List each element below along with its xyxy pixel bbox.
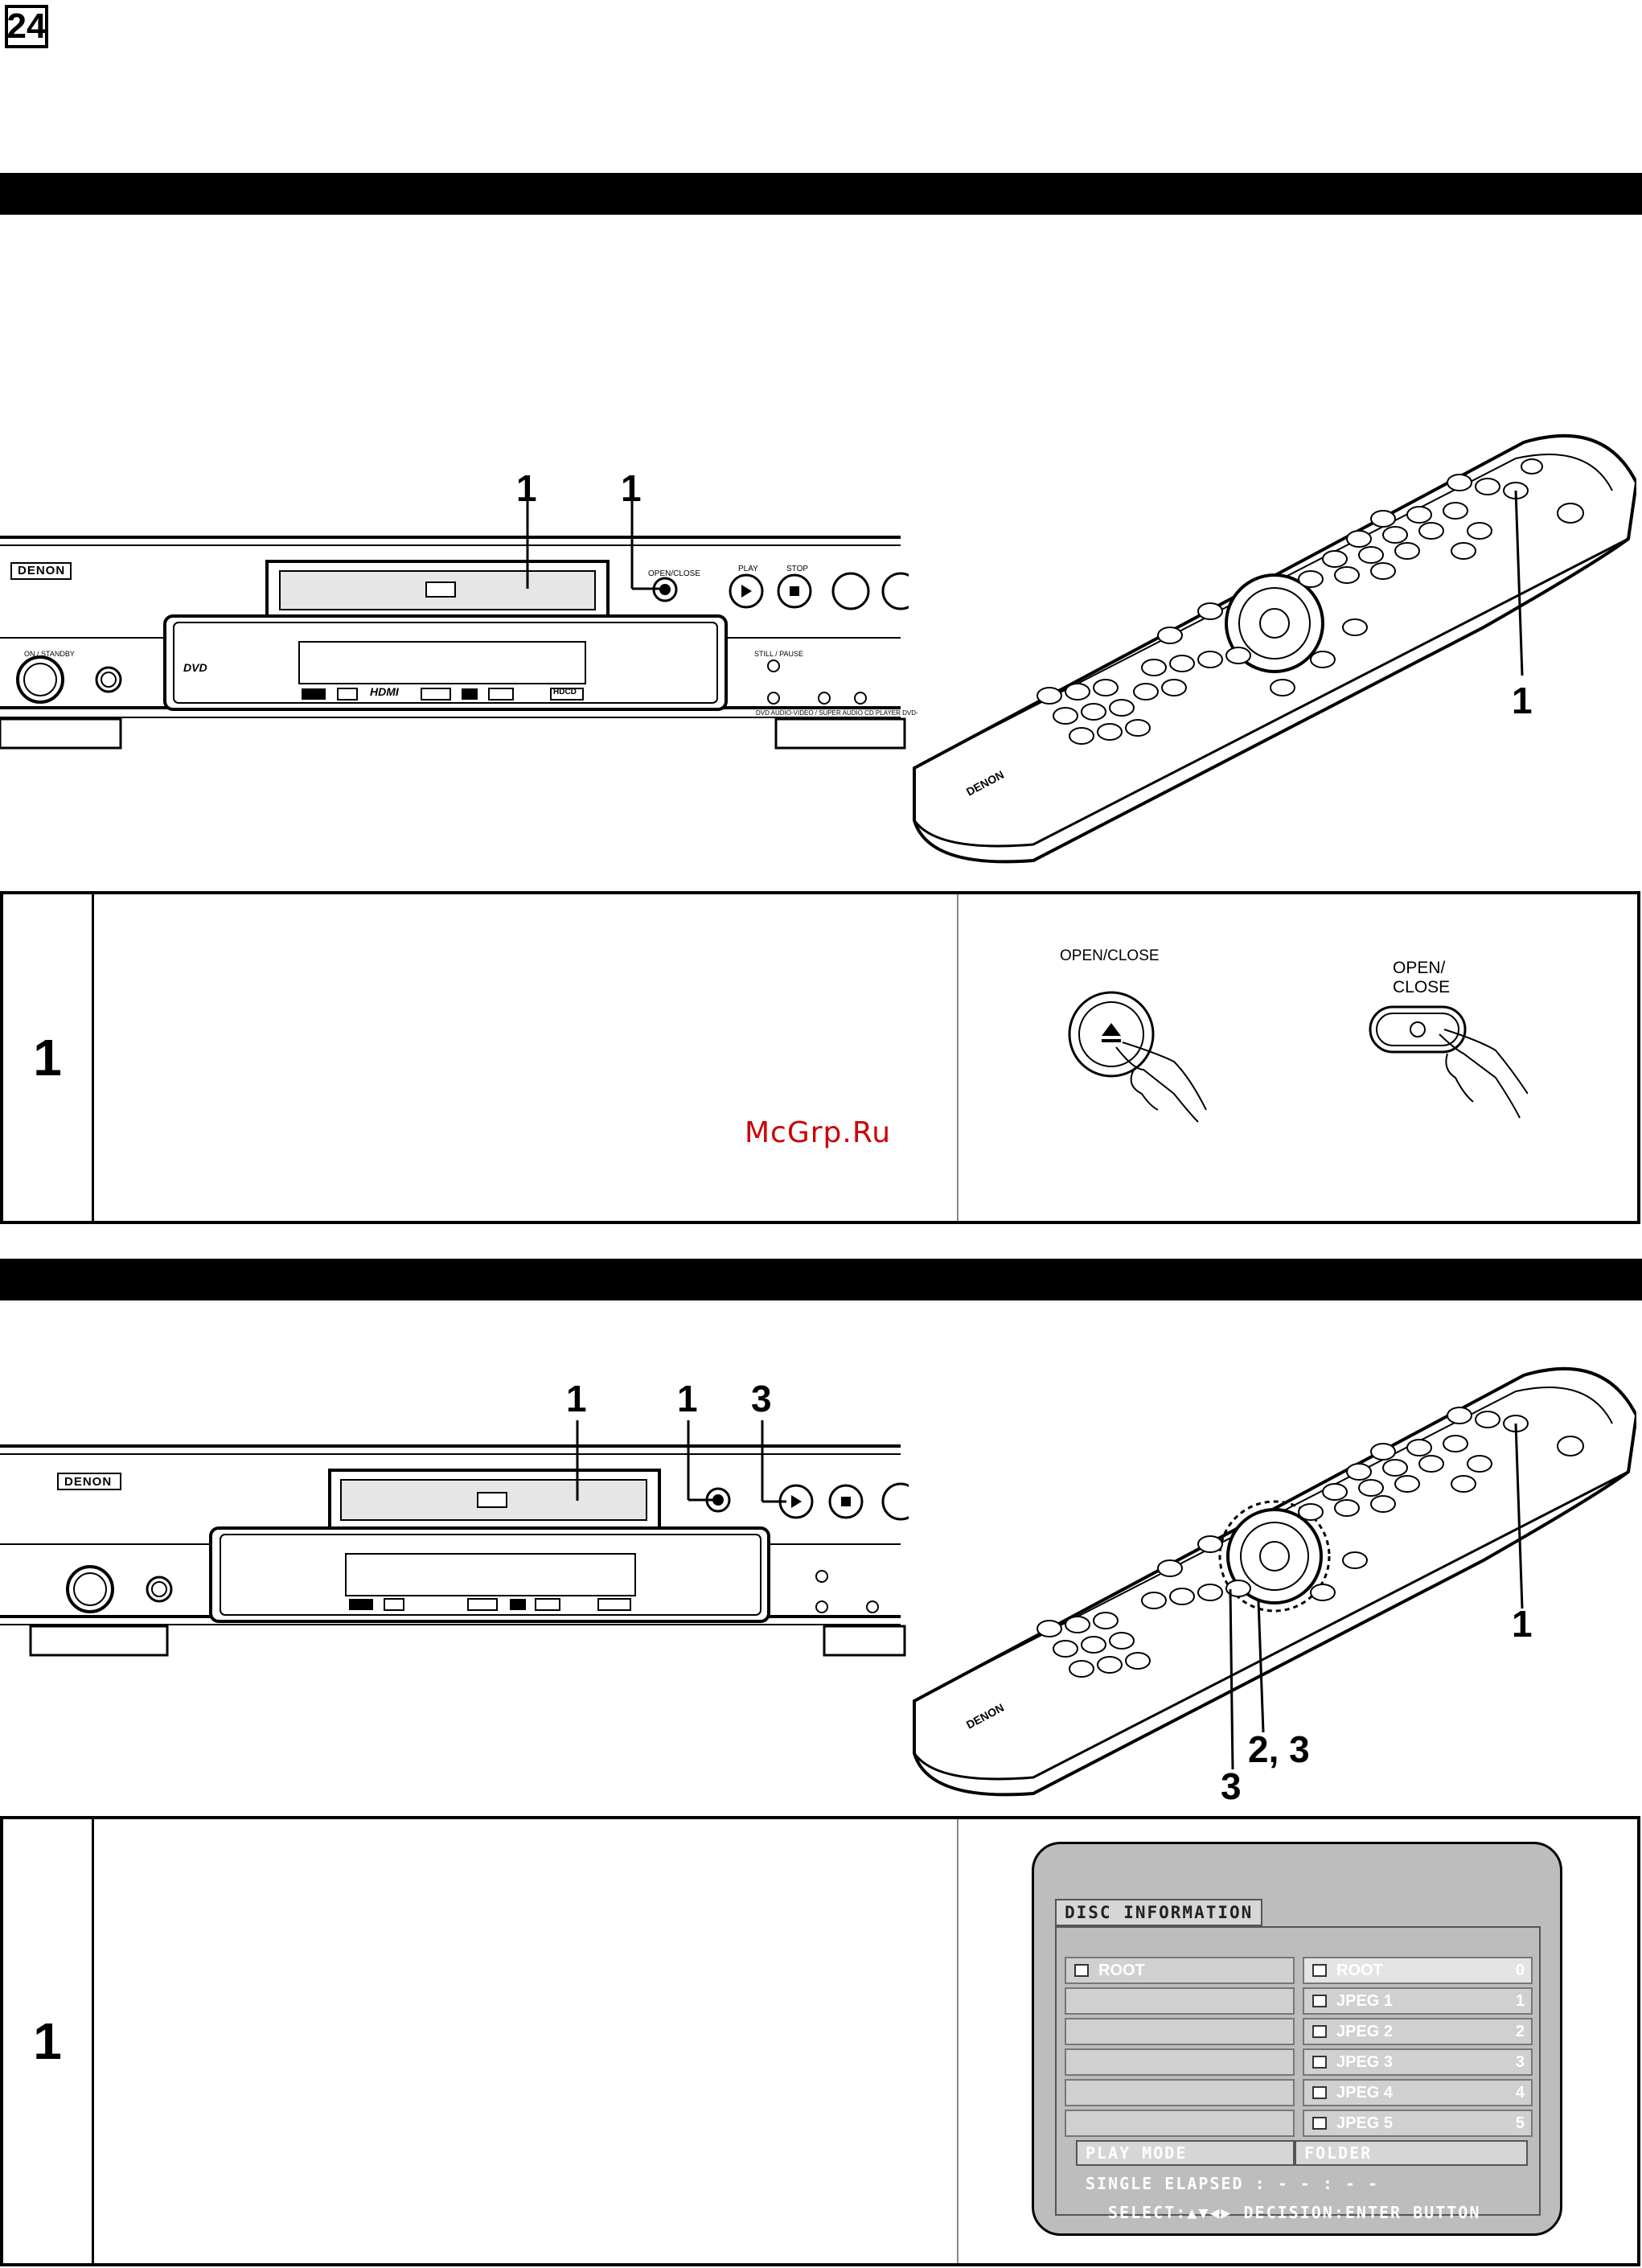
callout-remote-open-close: 1 bbox=[1512, 680, 1533, 721]
osd-item-number: 0 bbox=[1515, 1962, 1525, 1979]
osd-play-mode-value[interactable]: FOLDER bbox=[1295, 2140, 1528, 2166]
osd-item-name: JPEG 2 bbox=[1336, 2023, 1394, 2040]
osd-title: DISC INFORMATION bbox=[1055, 1899, 1262, 1926]
osd-item-name: JPEG 4 bbox=[1336, 2084, 1394, 2102]
step-box-2: 1 bbox=[0, 1816, 1640, 2266]
callout-player-tray: 1 bbox=[516, 467, 537, 509]
osd-item-number: 2 bbox=[1515, 2023, 1525, 2040]
callout-remote-enter: 2, 3 bbox=[1248, 1728, 1310, 1770]
osd-left-item-root[interactable]: ROOT bbox=[1065, 1957, 1295, 1984]
folder-icon bbox=[1312, 1964, 1327, 1977]
label-play: PLAY bbox=[738, 565, 758, 573]
callout-remote-open-close-2: 1 bbox=[1512, 1603, 1533, 1645]
step-number: 1 bbox=[3, 894, 94, 1221]
osd-status-line: SINGLE ELAPSED : - - : - - bbox=[1086, 2174, 1380, 2193]
logo-dvd: DVD bbox=[183, 661, 207, 674]
folder-icon bbox=[1312, 2025, 1327, 2038]
osd-item-name: ROOT bbox=[1336, 1962, 1383, 1979]
folder-icon bbox=[1074, 1964, 1089, 1977]
osd-play-mode-label: PLAY MODE bbox=[1076, 2140, 1295, 2166]
section-header-band-1 bbox=[0, 173, 1642, 215]
osd-left-item-empty-1 bbox=[1065, 1987, 1295, 2015]
osd-right-item-root[interactable]: ROOT 0 bbox=[1303, 1957, 1533, 1984]
osd-disc-information: DISC INFORMATION ROOT ROOT 0 JPEG 1 1 JP… bbox=[1032, 1842, 1562, 2236]
callout-player-open-close: 1 bbox=[621, 467, 642, 509]
fig-button-press bbox=[1068, 991, 1528, 1123]
fig-label-remote-line1: OPEN/ bbox=[1393, 959, 1446, 977]
osd-item-name: JPEG 1 bbox=[1336, 1992, 1394, 2010]
osd-item-name: JPEG 3 bbox=[1336, 2053, 1394, 2071]
osd-left-item-empty-5 bbox=[1065, 2110, 1295, 2137]
callout-player-play: 3 bbox=[751, 1378, 772, 1420]
remote-illustration-1: DENON bbox=[913, 433, 1636, 864]
osd-left-item-empty-4 bbox=[1065, 2079, 1295, 2106]
label-model-line: DVD AUDIO-VIDEO / SUPER AUDIO CD PLAYER … bbox=[756, 709, 918, 717]
logo-hdcd: HDCD bbox=[553, 688, 577, 696]
osd-panel bbox=[1055, 1926, 1541, 2216]
osd-right-item-jpeg5[interactable]: JPEG 5 5 bbox=[1303, 2110, 1533, 2137]
callout-remote-play: 3 bbox=[1221, 1765, 1242, 1807]
osd-item-number: 3 bbox=[1515, 2053, 1525, 2071]
osd-item-number: 5 bbox=[1515, 2114, 1525, 2132]
brand-logo: DENON bbox=[18, 564, 66, 577]
callout-player-open-close-2: 1 bbox=[677, 1378, 698, 1420]
folder-icon bbox=[1312, 2117, 1327, 2130]
folder-icon bbox=[1312, 1995, 1327, 2007]
osd-item-name: JPEG 5 bbox=[1336, 2114, 1394, 2132]
page-number: 24 bbox=[5, 5, 48, 48]
watermark: McGrp.Ru bbox=[745, 1116, 892, 1149]
brand-logo-2: DENON bbox=[64, 1475, 113, 1489]
player-illustration-1 bbox=[0, 487, 909, 750]
callout-player-tray-2: 1 bbox=[566, 1378, 587, 1420]
osd-left-item-label: ROOT bbox=[1098, 1962, 1145, 1979]
osd-left-item-empty-2 bbox=[1065, 2018, 1295, 2045]
osd-left-item-empty-3 bbox=[1065, 2048, 1295, 2076]
osd-right-item-jpeg3[interactable]: JPEG 3 3 bbox=[1303, 2048, 1533, 2076]
folder-icon bbox=[1312, 2056, 1327, 2069]
step-box-1: 1 bbox=[0, 891, 1640, 1224]
step-divider bbox=[957, 894, 959, 1221]
fig-label-remote-open-close: OPEN/ CLOSE bbox=[1393, 959, 1450, 997]
osd-right-item-jpeg4[interactable]: JPEG 4 4 bbox=[1303, 2079, 1533, 2106]
label-on-standby: ON / STANDBY bbox=[24, 650, 75, 658]
player-illustration-2 bbox=[0, 1420, 909, 1657]
fig-label-open-close: OPEN/CLOSE bbox=[1060, 947, 1160, 964]
osd-right-item-jpeg1[interactable]: JPEG 1 1 bbox=[1303, 1987, 1533, 2015]
label-still-pause: STILL / PAUSE bbox=[754, 650, 804, 658]
step-divider-2 bbox=[957, 1819, 959, 2263]
label-open-close-small: OPEN/CLOSE bbox=[648, 569, 701, 578]
folder-icon bbox=[1312, 2086, 1327, 2099]
section-header-band-2 bbox=[0, 1259, 1642, 1300]
osd-right-item-jpeg2[interactable]: JPEG 2 2 bbox=[1303, 2018, 1533, 2045]
label-stop: STOP bbox=[786, 565, 809, 573]
osd-item-number: 1 bbox=[1515, 1992, 1525, 2010]
osd-help-line: SELECT:▲▼◀▶ DECISION:ENTER BUTTON bbox=[1108, 2203, 1481, 2222]
step-number-2: 1 bbox=[3, 1819, 94, 2263]
remote-illustration-2: DENON bbox=[913, 1366, 1636, 1797]
fig-label-remote-line2: CLOSE bbox=[1393, 978, 1451, 996]
osd-item-number: 4 bbox=[1515, 2084, 1525, 2102]
logo-hdmi: HDMI bbox=[370, 685, 399, 698]
